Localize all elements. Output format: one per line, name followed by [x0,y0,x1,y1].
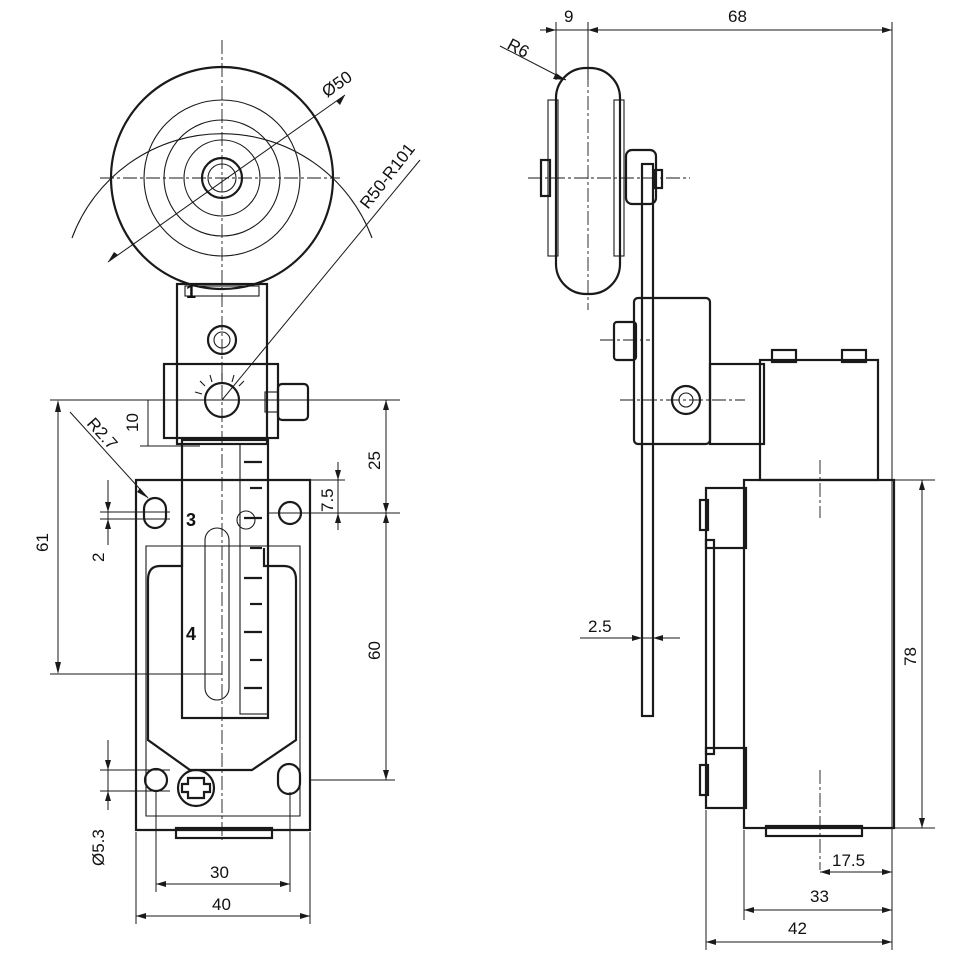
dim-68: 68 [728,7,747,26]
side-switch-body [698,348,896,870]
front-view: Ø50 R50-R101 1 [33,40,421,924]
dim-30: 30 [210,863,229,882]
roller-radius-label: R6 [504,35,532,62]
position-mark-4: 4 [186,624,196,644]
dim-40: 40 [212,895,231,914]
position-mark-3: 3 [186,510,196,530]
dim-78: 78 [901,647,920,666]
arm-radius-label: R50-R101 [356,140,419,213]
side-view: 9 68 R6 2.5 78 17.5 [499,7,935,950]
front-dimensions: 61 10 R2.7 2 [33,399,400,924]
dim-25: 25 [365,451,384,470]
dim-10: 10 [123,413,142,432]
corner-radius-label: R2.7 [83,414,121,453]
dim-2-5: 2.5 [588,617,612,636]
hole-diameter-label: Ø5.3 [89,829,108,866]
position-mark-1: 1 [186,282,196,302]
dim-7-5: 7.5 [318,488,337,512]
front-lever-arm: 1 [162,282,310,720]
side-roller [528,50,690,310]
dim-33: 33 [810,887,829,906]
roller-diameter-label: Ø50 [318,67,355,101]
dim-42: 42 [788,919,807,938]
dim-9: 9 [564,7,573,26]
dim-17-5: 17.5 [832,851,865,870]
dim-60: 60 [365,641,384,660]
dim-61: 61 [33,533,52,552]
dim-2: 2 [89,553,108,562]
side-dimensions: 9 68 R6 2.5 78 17.5 [499,7,935,950]
side-arm [600,162,766,718]
front-switch-body [134,478,312,840]
